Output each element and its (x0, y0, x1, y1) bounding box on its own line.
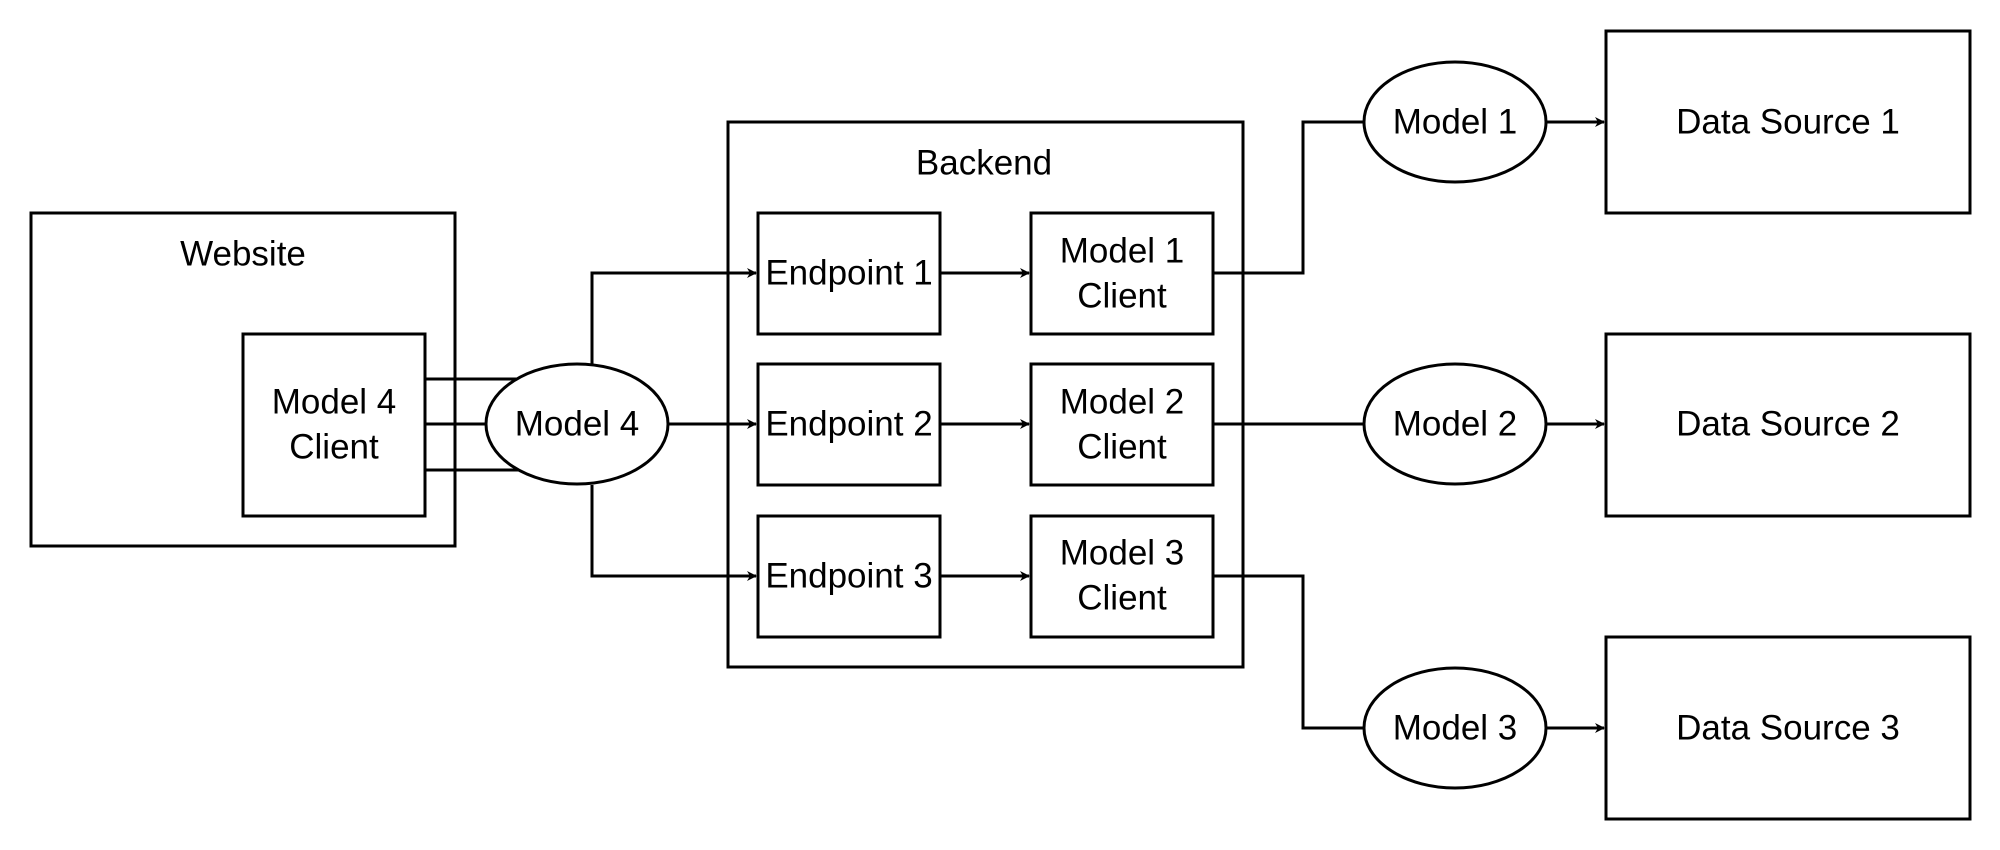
model3-client-label-line1: Model 3 (1060, 534, 1185, 573)
model4-client-node[interactable]: Model 4 Client (241, 332, 427, 518)
edge-model4-to-endpoint3 (590, 485, 757, 581)
model1-node[interactable]: Model 1 (1362, 60, 1548, 184)
edge-model3-client-to-model3 (1213, 574, 1365, 730)
model1-client-label-line2: Client (1077, 277, 1167, 316)
model2-client-label-line2: Client (1077, 428, 1167, 467)
endpoint3-label: Endpoint 3 (765, 557, 932, 596)
data-source1-node[interactable]: Data Source 1 (1604, 29, 1972, 215)
model4-node[interactable]: Model 4 (484, 362, 670, 486)
data-source3-node[interactable]: Data Source 3 (1604, 635, 1972, 821)
data-source2-node[interactable]: Data Source 2 (1604, 332, 1972, 518)
website-label: Website (180, 235, 306, 274)
endpoint2-label: Endpoint 2 (765, 405, 932, 444)
model1-client-label-line1: Model 1 (1060, 232, 1185, 271)
data-source3-label: Data Source 3 (1676, 709, 1900, 748)
model4-client-label-line1: Model 4 (272, 383, 397, 422)
model4-client-label-line2: Client (289, 428, 379, 467)
model1-label: Model 1 (1393, 103, 1518, 142)
model4-label: Model 4 (515, 405, 640, 444)
endpoint1-node[interactable]: Endpoint 1 (756, 211, 942, 336)
endpoint3-node[interactable]: Endpoint 3 (756, 514, 942, 639)
edge-model4-to-endpoint1 (590, 268, 757, 364)
data-source1-label: Data Source 1 (1676, 103, 1900, 142)
edges-client-to-model4 (425, 377, 520, 472)
edge-model1-client-to-model1 (1213, 120, 1365, 275)
model2-client-node[interactable]: Model 2 Client (1029, 362, 1215, 487)
model2-label: Model 2 (1393, 405, 1518, 444)
endpoint2-node[interactable]: Endpoint 2 (756, 362, 942, 487)
model3-client-node[interactable]: Model 3 Client (1029, 514, 1215, 639)
endpoint1-label: Endpoint 1 (765, 254, 932, 293)
model2-node[interactable]: Model 2 (1362, 362, 1548, 486)
backend-label: Backend (916, 144, 1052, 183)
model3-client-label-line2: Client (1077, 579, 1167, 618)
data-source2-label: Data Source 2 (1676, 405, 1900, 444)
model2-client-label-line1: Model 2 (1060, 383, 1185, 422)
model3-node[interactable]: Model 3 (1362, 666, 1548, 790)
model1-client-node[interactable]: Model 1 Client (1029, 211, 1215, 336)
model3-label: Model 3 (1393, 709, 1518, 748)
